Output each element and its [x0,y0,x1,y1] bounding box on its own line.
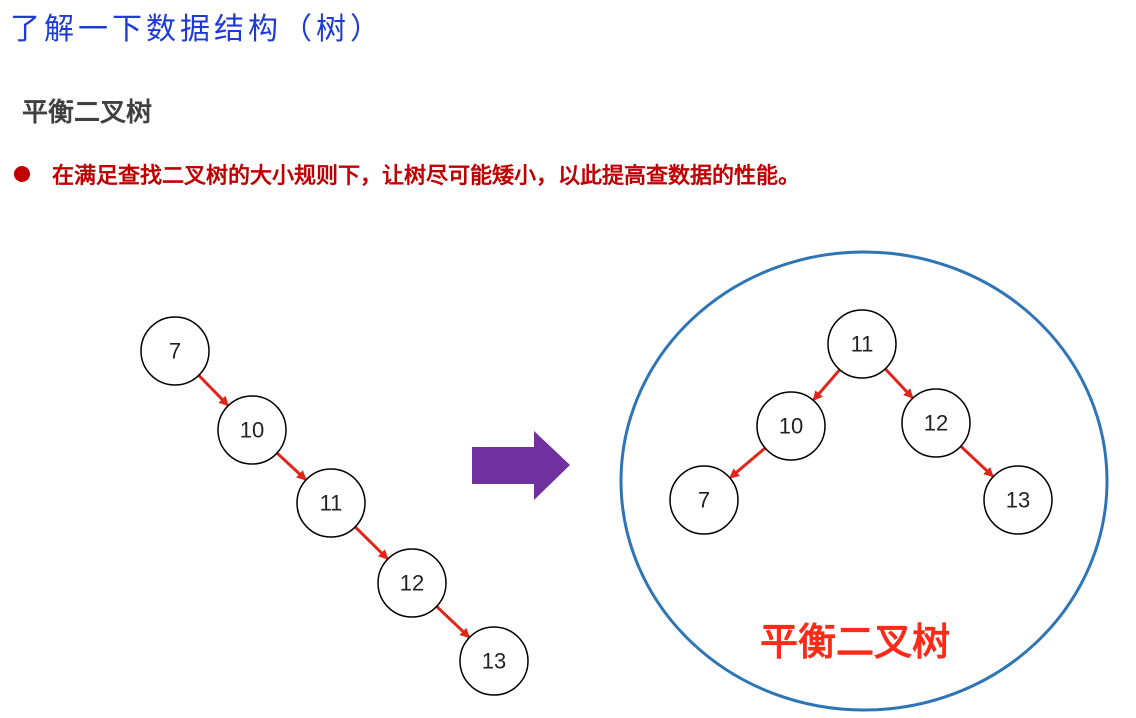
balanced-node-circle [827,309,897,379]
unbalanced-node-circle [296,468,366,538]
balanced-node-label: 12 [924,411,948,436]
unbalanced-node-circle [459,626,529,696]
nodes-layer: 7 10 11 12 13 11 10 12 7 13 [140,309,1053,696]
bullet-point: 在满足查找二叉树的大小规则下，让树尽可能矮小，以此提高查数据的性能。 [14,158,800,190]
balanced-node-circle [983,465,1053,535]
balanced-node-circle [669,465,739,535]
balanced-node-label: 13 [1006,488,1030,513]
unbalanced-edge-u10-u11 [275,451,307,481]
unbalanced-node-label: 12 [400,571,424,596]
balanced-edge-b12-b13 [959,445,994,478]
transform-arrow-icon [472,431,570,500]
balanced-node-11: 11 [827,309,897,379]
unbalanced-node-label: 10 [240,418,264,443]
unbalanced-node-circle [217,395,287,465]
unbalanced-node-7: 7 [140,316,210,386]
balanced-node-label: 7 [698,488,710,513]
balanced-node-circle [901,388,971,458]
unbalanced-node-circle [377,548,447,618]
bullet-dot-icon [14,166,30,182]
balanced-edge-b11-b12 [884,367,914,399]
unbalanced-edge-u12-u13 [435,605,471,639]
unbalanced-node-label: 11 [320,491,343,516]
balanced-node-12: 12 [901,388,971,458]
balanced-node-10: 10 [756,391,826,461]
unbalanced-edge-u7-u10 [197,374,229,407]
balanced-node-label: 10 [779,414,803,439]
unbalanced-node-label: 13 [482,649,506,674]
page-title: 了解一下数据结构（树） [10,12,384,47]
balanced-node-circle [756,391,826,461]
bullet-text: 在满足查找二叉树的大小规则下，让树尽可能矮小，以此提高查数据的性能。 [52,164,801,189]
unbalanced-node-12: 12 [377,548,447,618]
balanced-tree-highlight-circle [619,250,1109,712]
section-heading: 平衡二叉树 [22,98,153,128]
unbalanced-edge-u11-u12 [354,525,389,560]
balanced-node-label: 11 [851,332,874,357]
balanced-edge-b10-b7 [729,446,767,479]
edges-layer [197,367,994,639]
unbalanced-node-10: 10 [217,395,287,465]
unbalanced-node-11: 11 [296,468,366,538]
unbalanced-node-13: 13 [459,626,529,696]
unbalanced-node-label: 7 [169,339,181,364]
unbalanced-node-circle [140,316,210,386]
balanced-tree-caption: 平衡二叉树 [760,620,950,664]
balanced-node-13: 13 [983,465,1053,535]
balanced-edge-b11-b10 [812,368,841,402]
balanced-node-7: 7 [669,465,739,535]
